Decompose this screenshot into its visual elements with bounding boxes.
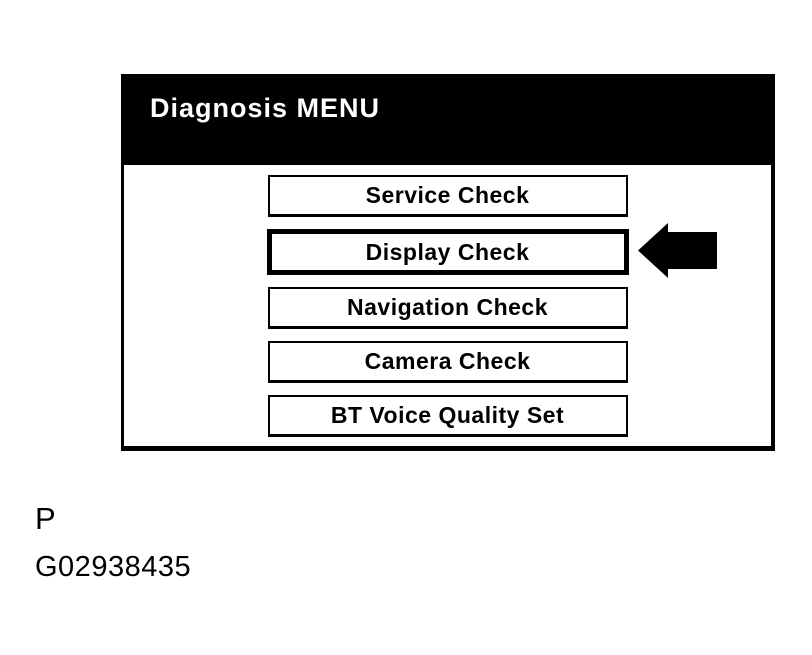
menu-button-display-check[interactable]: Display Check	[266, 229, 629, 275]
menu-button-bt-voice-quality-set[interactable]: BT Voice Quality Set	[267, 395, 628, 437]
screen-header: Diagnosis MENU	[124, 77, 771, 165]
menu-button-service-check[interactable]: Service Check	[267, 175, 628, 217]
menu-button-list: Service Check Display Check Navigation C…	[124, 165, 771, 437]
figure-id: G02938435	[35, 551, 192, 583]
screen-title: Diagnosis MENU	[150, 93, 381, 123]
left-arrow-icon	[638, 223, 717, 279]
menu-button-navigation-check[interactable]: Navigation Check	[267, 287, 628, 329]
menu-button-camera-check[interactable]: Camera Check	[267, 341, 628, 383]
figure-panel-label: P	[35, 501, 56, 536]
